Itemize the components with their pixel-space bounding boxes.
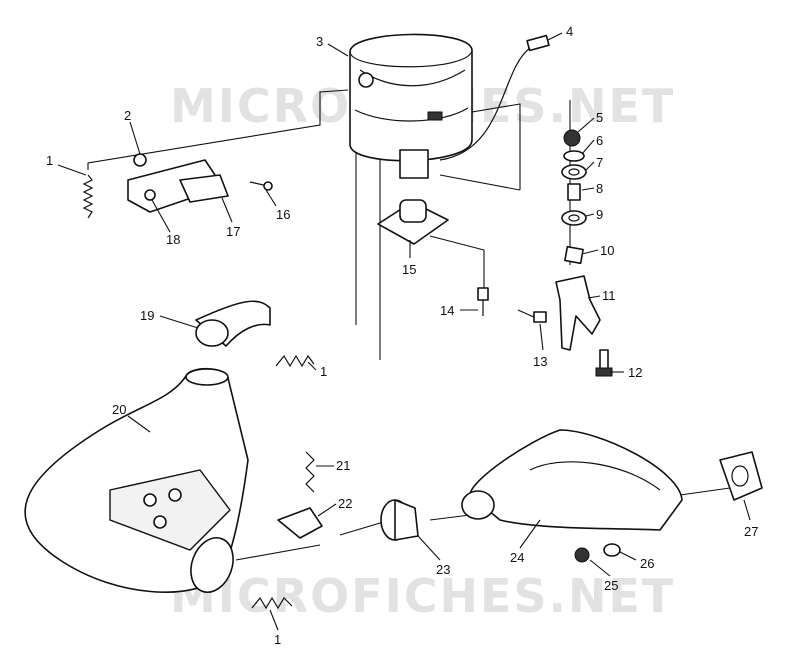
callout-leaders [57,32,751,631]
upper-left-bracket-group [82,153,273,219]
callout-16: 16 [276,207,290,222]
support-bracket [517,275,613,377]
callout-13: 13 [533,354,547,369]
bracket-plate-and-cone [277,499,419,541]
callout-23: 23 [436,562,450,577]
muffler-silencer [349,33,473,179]
callout-1-middle: 1 [320,364,327,379]
callout-25: 25 [604,578,618,593]
muffler-body [461,429,683,531]
callout-labels: 1 2 3 4 5 6 7 8 9 10 11 12 13 14 15 16 1… [46,24,758,647]
watermark-bottom: MICROFICHES.NET [170,569,675,623]
callout-8: 8 [596,181,603,196]
callout-4: 4 [566,24,573,39]
callout-18: 18 [166,232,180,247]
muffler-mount-plate [377,199,489,316]
callout-26: 26 [640,556,654,571]
callout-19: 19 [140,308,154,323]
callout-21: 21 [336,458,350,473]
callout-1-bottom: 1 [274,632,281,647]
callout-15: 15 [402,262,416,277]
callout-17: 17 [226,224,240,239]
sensor-wire [439,34,550,161]
mount-hardware-stack [561,129,587,265]
callout-7: 7 [596,155,603,170]
callout-3: 3 [316,34,323,49]
callout-24: 24 [510,550,524,565]
fasteners-and-gasket [574,451,763,563]
springs [251,354,315,610]
callout-5: 5 [596,110,603,125]
expansion-chamber [24,367,249,593]
callout-22: 22 [338,496,352,511]
callout-9: 9 [596,207,603,222]
callout-11: 11 [602,288,616,303]
tail-pipe-elbow [195,300,271,347]
callout-12: 12 [628,365,642,380]
callout-14: 14 [440,303,454,318]
callout-10: 10 [600,243,614,258]
callout-20: 20 [112,402,126,417]
callout-6: 6 [596,133,603,148]
callout-1-top: 1 [46,153,53,168]
callout-27: 27 [744,524,758,539]
callout-2: 2 [124,108,131,123]
